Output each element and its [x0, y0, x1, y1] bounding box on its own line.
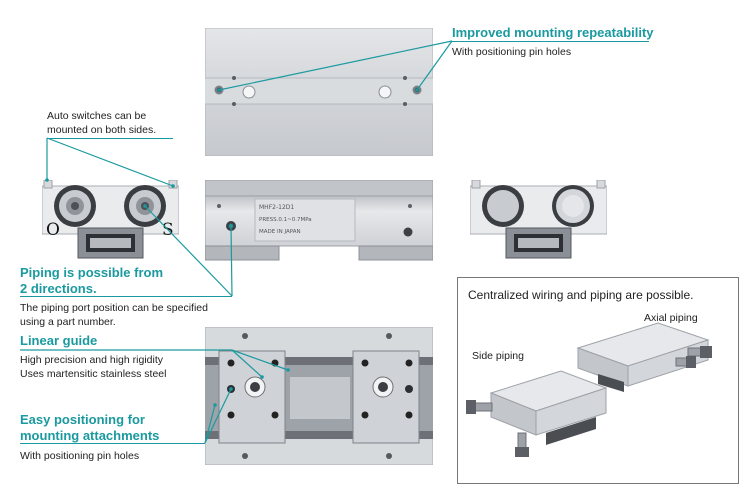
- label-plate: MHF2-12D1 PRESS.0.1~0.7MPa MADE IN JAPAN: [254, 198, 356, 242]
- callout-piping-line1: Piping is possible from: [20, 265, 164, 280]
- callout-piping-sub2: using a part number.: [20, 316, 116, 328]
- callout-positioning-sub: With positioning pin holes: [20, 450, 140, 462]
- port-mark-o: O: [46, 220, 60, 240]
- callout-mounting-sub: With positioning pin holes: [452, 46, 572, 58]
- pin-hole-right: [412, 85, 422, 95]
- callout-positioning-line2: mounting attachments: [20, 428, 160, 443]
- top-view-body: [205, 28, 433, 156]
- callout-linear-guide-sub2: Uses martensitic stainless steel: [20, 368, 167, 380]
- callout-piping-sub1: The piping port position can be specifie…: [20, 302, 208, 314]
- pin-hole-left: [214, 85, 224, 95]
- callout-auto-switch-line1: Auto switches can be: [47, 110, 147, 122]
- axial-piping-gripper: [576, 322, 712, 392]
- end-view-left: [42, 180, 179, 259]
- port-left: [54, 185, 96, 227]
- callout-positioning-line1: Easy positioning for: [20, 412, 145, 427]
- callout-piping-line2: 2 directions.: [20, 281, 97, 296]
- end-view-right: [470, 180, 607, 259]
- bottom-view-body: [205, 327, 433, 465]
- side-piping-gripper: [466, 370, 608, 457]
- positioning-pin-hole-right: [405, 385, 413, 393]
- callout-linear-guide-title: Linear guide: [20, 333, 98, 348]
- positioning-pin-hole-left: [227, 385, 235, 393]
- callout-linear-guide-sub1: High precision and high rigidity: [20, 354, 163, 366]
- port-right: [124, 185, 166, 227]
- side-view-body: MHF2-12D1 PRESS.0.1~0.7MPa MADE IN JAPAN: [205, 180, 433, 261]
- panel-label-side: Side piping: [472, 350, 524, 362]
- centralized-piping-panel: Centralized wiring and piping are possib…: [457, 277, 739, 484]
- panel-label-axial: Axial piping: [644, 312, 698, 324]
- port-mark-s: S: [162, 220, 174, 240]
- svg-text:PRESS.0.1~0.7MPa: PRESS.0.1~0.7MPa: [259, 217, 312, 223]
- callout-auto-switch-line2: mounted on both sides.: [47, 124, 157, 136]
- panel-title: Centralized wiring and piping are possib…: [468, 288, 694, 302]
- callout-mounting-title: Improved mounting repeatability: [452, 25, 654, 40]
- svg-text:MADE IN JAPAN: MADE IN JAPAN: [259, 229, 301, 235]
- svg-text:MHF2-12D1: MHF2-12D1: [259, 204, 294, 211]
